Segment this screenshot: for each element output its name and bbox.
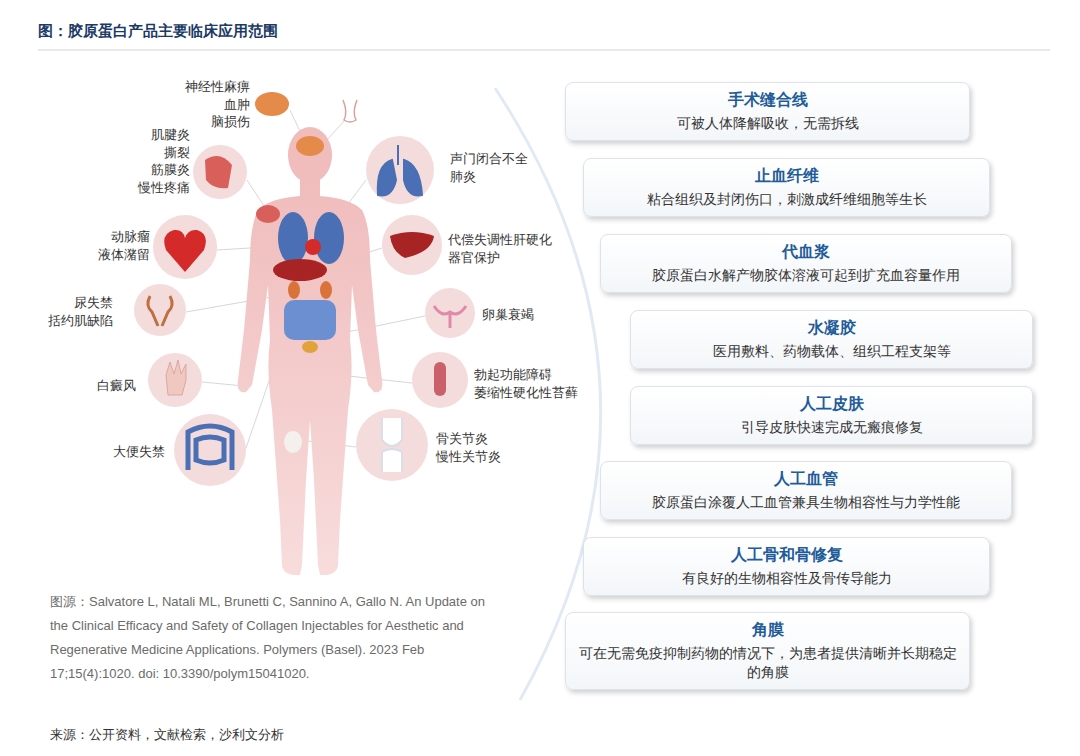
condition-label: 勃起功能障碍 萎缩性硬化性苔藓 [474,366,578,401]
box-heading: 代血浆 [613,242,999,263]
condition-label: 动脉瘤 液体潴留 [98,228,150,263]
condition-label: 神经性麻痹 血肿 脑损伤 [185,78,250,131]
icon-circle [134,284,186,336]
liver-icon [390,232,434,258]
hand-icon [166,360,186,395]
intestine-organ [284,300,336,340]
condition-label: 代偿失调性肝硬化 器官保护 [448,231,552,266]
lung-organ [314,212,344,264]
icon-circle [366,136,434,204]
application-box: 人工血管胶原蛋白涂覆人工血管兼具生物相容性与力学性能 [600,461,1012,520]
box-heading: 手术缝合线 [578,90,957,111]
brain-icon [255,92,289,116]
box-heading: 人工血管 [613,469,999,490]
colon-icon [188,426,232,470]
source-note: 来源：公开资料，文献检索，沙利文分析 [50,726,284,744]
bladder-organ [302,341,318,353]
icon-circle [412,352,468,408]
condition-label: 骨关节炎 慢性关节炎 [436,430,501,465]
body-silhouette [238,180,383,575]
box-description: 胶原蛋白水解产物胶体溶液可起到扩充血容量作用 [613,266,999,285]
box-heading: 角膜 [578,620,957,641]
icon-circle [174,414,246,486]
box-heading: 水凝胶 [643,318,1020,339]
icon-circle [153,215,217,279]
application-box: 代血浆胶原蛋白水解产物胶体溶液可起到扩充血容量作用 [600,234,1012,293]
muscle-icon [205,156,232,188]
box-heading: 止血纤维 [596,166,977,187]
box-description: 可在无需免疫抑制药物的情况下，为患者提供清晰并长期稳定的角膜 [578,644,957,682]
knee-icon [382,418,402,472]
icon-circle [425,288,475,338]
lungs-icon [378,145,422,195]
shoulder-muscle [256,205,280,223]
brain-organ [296,136,324,156]
heart-organ [305,239,321,255]
chart-title: 图：胶原蛋白产品主要临床应用范围 [38,22,278,41]
kidney-organ [320,281,332,299]
condition-label: 白癜风 [97,377,136,395]
kidney-organ [288,281,300,299]
application-box: 人工骨和骨修复有良好的生物相容性及骨传导能力 [583,537,990,596]
icon-circle [382,215,442,275]
box-description: 胶原蛋白涂覆人工血管兼具生物相容性与力学性能 [613,493,999,512]
box-heading: 人工骨和骨修复 [596,545,977,566]
box-description: 有良好的生物相容性及骨传导能力 [596,569,977,588]
icon-circle [356,409,428,481]
box-description: 医用敷料、药物载体、组织工程支架等 [643,342,1020,361]
urinary-icon [148,296,172,326]
uterus-icon [434,306,466,328]
application-box: 手术缝合线可被人体降解吸收，无需拆线 [565,82,970,141]
box-description: 引导皮肤快速完成无瘢痕修复 [643,418,1020,437]
condition-label: 卵巢衰竭 [482,306,534,324]
application-box: 水凝胶医用敷料、药物载体、组织工程支架等 [630,310,1033,369]
icon-circle [193,145,247,199]
application-box: 止血纤维粘合组织及封闭伤口，刺激成纤维细胞等生长 [583,158,990,217]
condition-label: 尿失禁 括约肌缺陷 [48,294,113,329]
application-box: 角膜可在无需免疫抑制药物的情况下，为患者提供清晰并长期稳定的角膜 [565,612,970,690]
liver-organ [273,259,327,281]
icon-circle [148,353,202,407]
box-description: 粘合组织及封闭伤口，刺激成纤维细胞等生长 [596,190,977,209]
box-description: 可被人体降解吸收，无需拆线 [578,114,957,133]
title-rule [38,50,1050,51]
head [288,127,332,183]
lung-organ [278,212,308,264]
knee-joint [284,431,302,453]
application-box: 人工皮肤引导皮肤快速完成无瘢痕修复 [630,386,1033,445]
box-heading: 人工皮肤 [643,394,1020,415]
condition-label: 声门闭合不全 肺炎 [450,150,528,185]
heart-icon [164,230,206,272]
penis-icon [434,362,446,396]
figure-citation: 图源：Salvatore L, Natali ML, Brunetti C, S… [50,590,500,686]
nose-icon [343,100,357,122]
condition-label: 大便失禁 [113,443,165,461]
condition-label: 肌腱炎 撕裂 筋膜炎 慢性疼痛 [138,126,190,196]
